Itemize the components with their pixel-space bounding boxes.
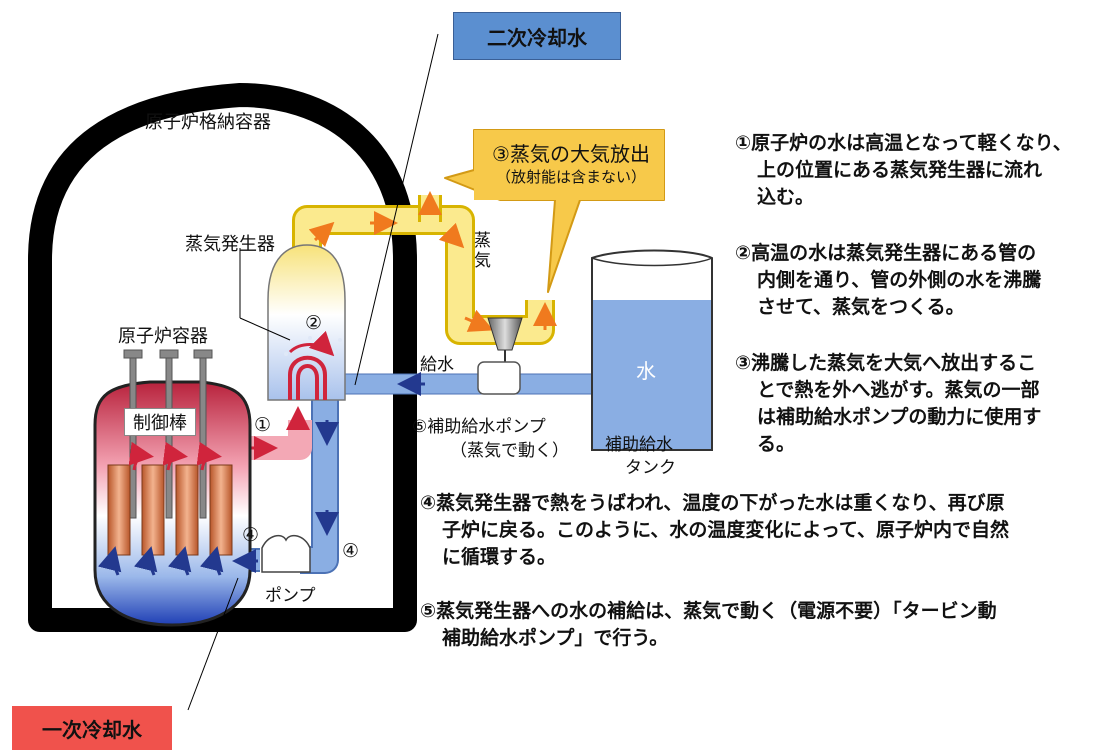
steam-label-2: 気: [474, 251, 491, 271]
marker-1: ①: [254, 414, 272, 436]
marker-4b: ④: [342, 540, 360, 562]
marker-2: ②: [305, 312, 323, 334]
aux-pump-label-1: ⑤補助給水ポンプ: [412, 417, 546, 437]
note-2: ②高温の水は蒸気発生器にある管の 内側を通り、管の外側の水を沸騰 させて、蒸気を…: [735, 242, 1042, 318]
containment-label: 原子炉格納容器: [145, 112, 271, 133]
water-label: 水: [636, 359, 656, 383]
tank-label-1: 補助給水: [605, 435, 673, 455]
pump-label: ポンプ: [265, 586, 316, 606]
callout-title: ③蒸気の大気放出: [492, 142, 650, 166]
control-rods-label: 制御棒: [124, 408, 196, 436]
note-3: ③沸騰した蒸気を大気へ放出するこ とで熱を外へ逃がす。蒸気の一部 は補助給水ポン…: [735, 352, 1042, 455]
secondary-coolant-label: 二次冷却水: [453, 12, 621, 60]
callout-subtitle: （放射能は含まない）: [495, 168, 646, 186]
tank-label-2: タンク: [625, 458, 676, 478]
note-5: ⑤蒸気発生器への水の補給は、蒸気で動く（電源不要）「タービン動 補助給水ポンプ」…: [420, 600, 997, 649]
note-1: ①原子炉の水は高温となって軽くなり、 上の位置にある蒸気発生器に流れ 込む。: [735, 132, 1072, 208]
note-4: ④蒸気発生器で熱をうばわれ、温度の下がった水は重くなり、再び原 子炉に戻る。この…: [420, 492, 1009, 568]
primary-coolant-label: 一次冷却水: [12, 706, 172, 750]
aux-pump-label-2: （蒸気で動く）: [450, 441, 569, 461]
reactor-vessel-label: 原子炉容器: [118, 326, 208, 347]
steam-label-1: 蒸: [474, 231, 491, 251]
marker-4a: ④: [242, 524, 260, 546]
steam-generator-label: 蒸気発生器: [185, 234, 275, 255]
feedwater-label: 給水: [420, 355, 454, 375]
